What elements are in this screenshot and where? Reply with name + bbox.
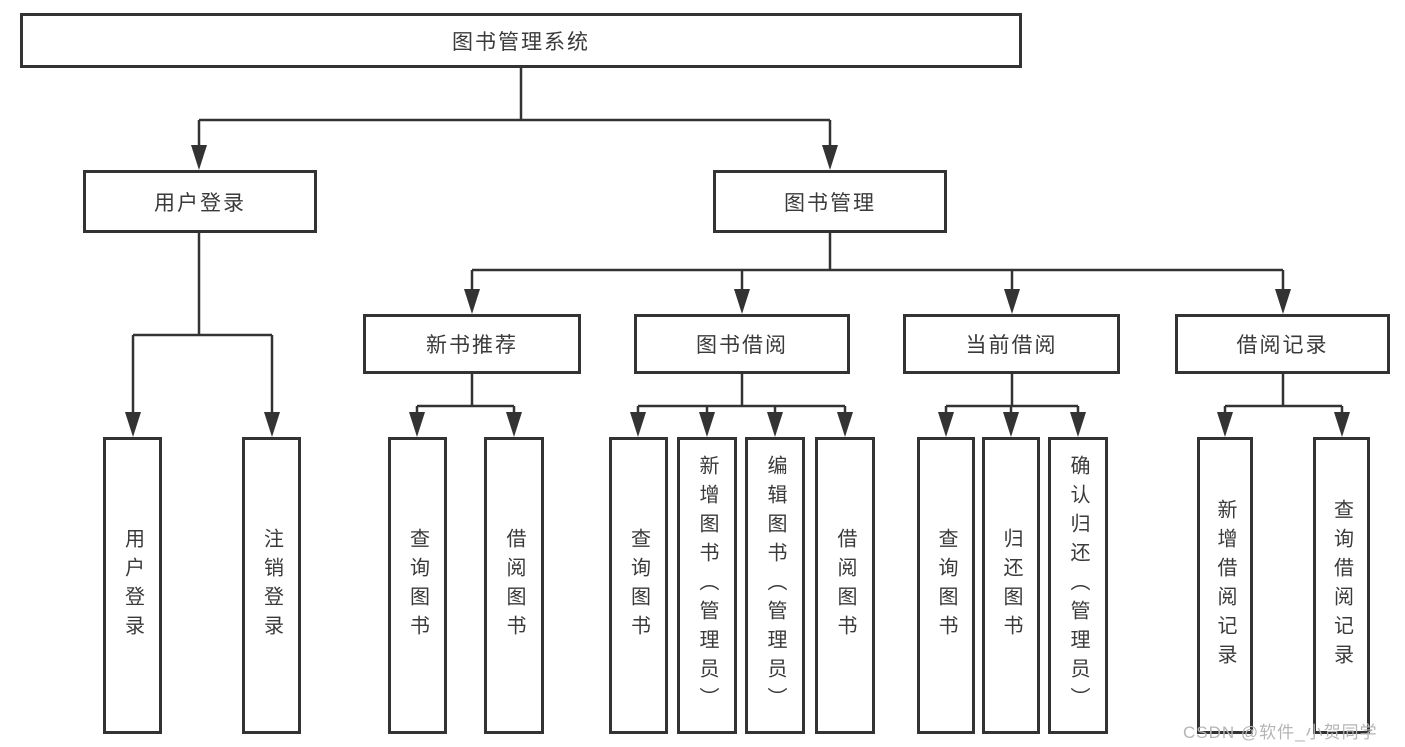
node-book-borrowing-label: 图书借阅: [696, 334, 788, 357]
connector-userlogin-to-leaves: [131, 233, 274, 414]
node-user-login-label: 用户登录: [154, 191, 246, 215]
node-new-book-recommend: 新书推荐: [363, 314, 581, 374]
csdn-watermark: CSDN @软件_小贺同学: [1183, 723, 1378, 742]
leaf-borrow-books-2-label: 借阅图书: [834, 527, 856, 644]
node-borrowing-records: 借阅记录: [1175, 314, 1390, 374]
leaf-return-books-label: 归还图书: [1000, 527, 1022, 644]
leaf-query-books-3: 查询图书: [917, 437, 975, 734]
connector-bookmgmt-to-level3: [470, 233, 1285, 291]
leaf-borrow-books-2: 借阅图书: [815, 437, 875, 734]
connector-bookborrow-to-leaves: [636, 374, 847, 414]
leaf-confirm-return-admin-label: 确认归还（管理员）: [1067, 455, 1089, 716]
node-borrowing-records-label: 借阅记录: [1236, 334, 1329, 357]
node-root-label: 图书管理系统: [452, 30, 590, 54]
leaf-logout-label: 注销登录: [260, 527, 283, 644]
node-book-management: 图书管理: [713, 170, 947, 233]
arrowheads: [125, 145, 1350, 437]
connector-newbook-to-leaves: [415, 374, 516, 414]
leaf-confirm-return-admin: 确认归还（管理员）: [1048, 437, 1108, 734]
node-current-borrowing: 当前借阅: [903, 314, 1120, 374]
leaf-borrow-books-1-label: 借阅图书: [503, 527, 525, 644]
leaf-add-borrow-record: 新增借阅记录: [1197, 437, 1253, 734]
connector-borrowrecord-to-leaves: [1223, 374, 1344, 414]
node-new-book-recommend-label: 新书推荐: [426, 334, 518, 357]
leaf-edit-books-admin: 编辑图书（管理员）: [745, 437, 805, 734]
leaf-edit-books-admin-label: 编辑图书（管理员）: [764, 455, 786, 716]
leaf-query-books-1-label: 查询图书: [406, 527, 429, 644]
node-root: 图书管理系统: [20, 13, 1022, 68]
connector-root-to-level2: [197, 68, 832, 147]
leaf-user-login: 用户登录: [103, 437, 162, 734]
leaf-query-books-2-label: 查询图书: [627, 527, 650, 644]
leaf-return-books: 归还图书: [982, 437, 1040, 734]
node-book-borrowing: 图书借阅: [634, 314, 850, 374]
connector-currentborrow-to-leaves: [944, 374, 1080, 414]
node-book-management-label: 图书管理: [784, 191, 876, 215]
leaf-query-books-2: 查询图书: [609, 437, 668, 734]
leaf-add-borrow-record-label: 新增借阅记录: [1214, 498, 1236, 673]
leaf-query-borrow-record: 查询借阅记录: [1313, 437, 1370, 734]
node-current-borrowing-label: 当前借阅: [965, 334, 1058, 357]
node-user-login: 用户登录: [83, 170, 317, 233]
leaf-user-login-label: 用户登录: [121, 527, 144, 644]
leaf-logout: 注销登录: [242, 437, 301, 734]
leaf-add-books-admin-label: 新增图书（管理员）: [696, 455, 718, 716]
leaf-query-borrow-record-label: 查询借阅记录: [1330, 498, 1353, 673]
leaf-query-books-3-label: 查询图书: [935, 527, 957, 644]
leaf-borrow-books-1: 借阅图书: [484, 437, 544, 734]
leaf-query-books-1: 查询图书: [388, 437, 447, 734]
leaf-add-books-admin: 新增图书（管理员）: [677, 437, 737, 734]
